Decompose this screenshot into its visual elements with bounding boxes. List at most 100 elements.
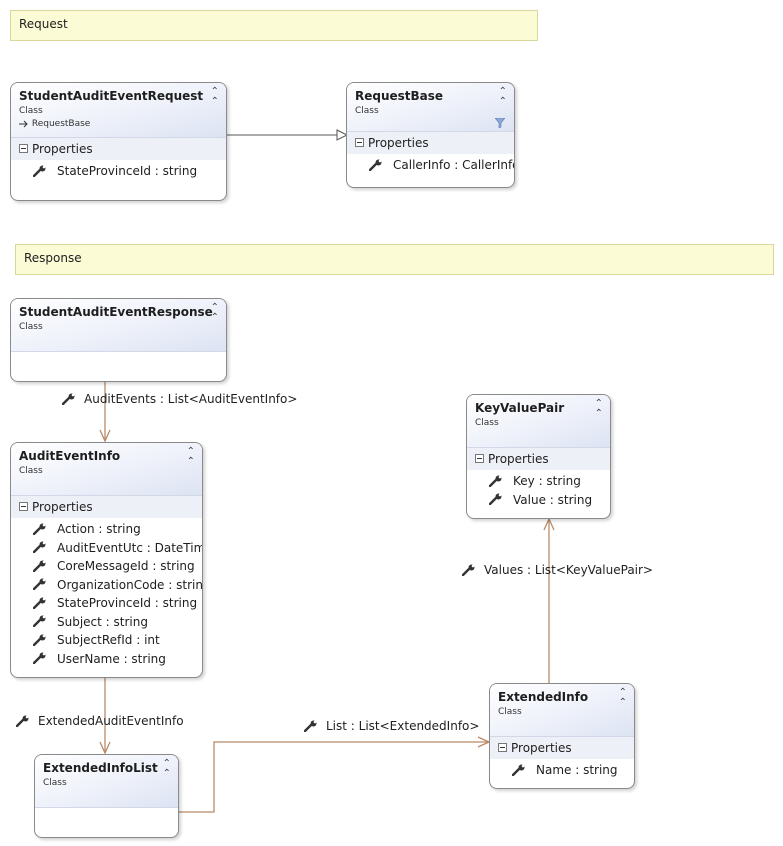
properties-section-header[interactable]: Properties <box>11 138 226 160</box>
wrench-icon <box>304 720 317 732</box>
wrench-icon <box>489 493 502 505</box>
wrench-icon <box>62 393 75 405</box>
wrench-icon <box>33 615 46 627</box>
property-row[interactable]: UserName : string <box>11 650 202 669</box>
property-row[interactable]: SubjectRefId : int <box>11 631 202 650</box>
association-label-values[interactable]: Values : List<KeyValuePair> <box>462 563 653 577</box>
class-kind: Class <box>475 418 499 428</box>
class-header: KeyValuePair Class ⌃⌃ <box>467 395 610 448</box>
property-row[interactable]: StateProvinceId : string <box>11 162 226 181</box>
section-label: Properties <box>488 452 549 466</box>
wrench-icon <box>33 652 46 664</box>
properties-section-header[interactable]: Properties <box>467 448 610 470</box>
minus-box-icon[interactable] <box>498 743 507 752</box>
association-extended-arrow <box>99 741 111 755</box>
properties-section-header[interactable]: Properties <box>347 132 514 154</box>
wrench-icon <box>33 560 46 572</box>
class-name: ExtendedInfo <box>498 690 589 704</box>
property-row[interactable]: OrganizationCode : string <box>11 576 202 595</box>
class-student-audit-event-request[interactable]: StudentAuditEventRequest Class RequestBa… <box>10 82 227 201</box>
double-chevron-up-icon[interactable]: ⌃⌃ <box>186 446 195 467</box>
property-row[interactable]: CallerInfo : CallerInfo <box>347 156 514 175</box>
property-text: StateProvinceId : string <box>57 596 198 610</box>
association-text: List : List<ExtendedInfo> <box>326 719 480 733</box>
property-text: Name : string <box>536 763 618 777</box>
property-row[interactable]: CoreMessageId : string <box>11 557 202 576</box>
class-audit-event-info[interactable]: AuditEventInfo Class ⌃⌃ Properties Actio… <box>10 442 203 678</box>
property-text: Key : string <box>513 474 581 488</box>
property-list: Action : string AuditEventUtc : DateTime… <box>11 520 202 668</box>
class-header: ExtendedInfoList Class ⌃⌃ <box>35 755 178 808</box>
minus-box-icon[interactable] <box>19 144 28 153</box>
property-text: Subject : string <box>57 614 148 629</box>
association-text: AuditEvents : List<AuditEventInfo> <box>84 392 298 406</box>
property-text: AuditEventUtc : DateTime <box>57 540 203 555</box>
inheritance-arrowhead <box>336 129 349 141</box>
wrench-icon <box>33 597 46 609</box>
double-chevron-up-icon[interactable]: ⌃⌃ <box>210 86 219 107</box>
double-chevron-up-icon[interactable]: ⌃⌃ <box>618 687 627 708</box>
wrench-icon <box>16 715 29 727</box>
wrench-icon <box>33 634 46 646</box>
inheritance-arrow-icon <box>19 120 28 127</box>
wrench-icon <box>33 523 46 535</box>
association-label-audit-events[interactable]: AuditEvents : List<AuditEventInfo> <box>62 392 297 406</box>
filter-icon[interactable] <box>495 118 505 128</box>
wrench-icon <box>462 564 475 576</box>
property-row[interactable]: Value : string <box>467 491 610 510</box>
class-student-audit-event-response[interactable]: StudentAuditEventResponse Class ⌃⌃ <box>10 298 227 382</box>
response-note[interactable]: Response <box>15 244 774 275</box>
base-class-label: RequestBase <box>19 117 218 131</box>
base-class-name: RequestBase <box>31 119 91 129</box>
property-text: StateProvinceId : string <box>57 164 198 178</box>
wrench-icon <box>33 578 46 590</box>
association-text: Values : List<KeyValuePair> <box>484 563 653 577</box>
class-header: StudentAuditEventResponse Class ⌃⌃ <box>11 299 226 352</box>
association-values-arrow <box>543 517 555 531</box>
association-audit-events-arrow <box>99 429 111 443</box>
property-row[interactable]: AuditEventUtc : DateTime <box>11 539 202 558</box>
class-extended-info[interactable]: ExtendedInfo Class ⌃⌃ Properties Name : … <box>489 683 635 789</box>
association-list-line <box>179 741 489 813</box>
wrench-icon <box>369 159 382 171</box>
double-chevron-up-icon[interactable]: ⌃⌃ <box>162 758 171 779</box>
double-chevron-up-icon[interactable]: ⌃⌃ <box>594 398 603 419</box>
class-kind: Class <box>43 778 67 788</box>
association-label-extended-audit-event-info[interactable]: ExtendedAuditEventInfo <box>16 714 184 728</box>
property-list: Key : string Value : string <box>467 472 610 509</box>
response-note-text: Response <box>24 251 82 265</box>
double-chevron-up-icon[interactable]: ⌃⌃ <box>498 86 507 107</box>
property-text: CallerInfo : CallerInfo <box>393 158 515 172</box>
wrench-icon <box>512 764 525 776</box>
class-extended-info-list[interactable]: ExtendedInfoList Class ⌃⌃ <box>34 754 179 838</box>
property-row[interactable]: StateProvinceId : string <box>11 594 202 613</box>
association-label-list[interactable]: List : List<ExtendedInfo> <box>304 719 479 733</box>
association-text: ExtendedAuditEventInfo <box>38 714 184 728</box>
properties-section-header[interactable]: Properties <box>11 496 202 518</box>
property-row[interactable]: Action : string <box>11 520 202 539</box>
minus-box-icon[interactable] <box>19 502 28 511</box>
class-key-value-pair[interactable]: KeyValuePair Class ⌃⌃ Properties Key : s… <box>466 394 611 519</box>
class-request-base[interactable]: RequestBase Class ⌃⌃ Properties CallerIn… <box>346 82 515 188</box>
class-name: ExtendedInfoList <box>43 761 158 775</box>
class-header: StudentAuditEventRequest Class RequestBa… <box>11 83 226 138</box>
property-text: Action : string <box>57 522 141 536</box>
section-label: Properties <box>511 741 572 755</box>
property-text: CoreMessageId : string <box>57 559 195 573</box>
property-row[interactable]: Key : string <box>467 472 610 491</box>
double-chevron-up-icon[interactable]: ⌃⌃ <box>210 302 219 323</box>
class-kind: Class <box>355 106 379 116</box>
class-header: ExtendedInfo Class ⌃⌃ <box>490 684 634 737</box>
class-header: AuditEventInfo Class ⌃⌃ <box>11 443 202 496</box>
property-row[interactable]: Subject : string <box>11 613 202 632</box>
minus-box-icon[interactable] <box>355 138 364 147</box>
property-text: UserName : string <box>57 651 166 666</box>
properties-section-header[interactable]: Properties <box>490 737 634 759</box>
minus-box-icon[interactable] <box>475 454 484 463</box>
class-name: RequestBase <box>355 89 444 103</box>
property-row[interactable]: Name : string <box>490 761 634 780</box>
class-header: RequestBase Class ⌃⌃ <box>347 83 514 132</box>
request-note[interactable]: Request <box>10 10 538 41</box>
class-kind: Class <box>19 466 43 476</box>
